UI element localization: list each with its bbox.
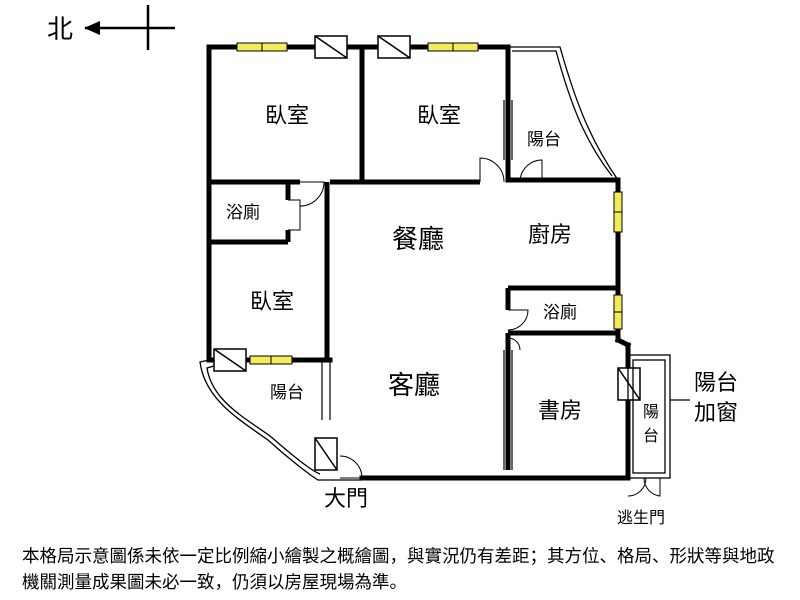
window-mullions (261, 43, 622, 364)
room-label-balcony: 陽台 (270, 383, 304, 403)
room-label-bedroom: 臥室 (265, 104, 309, 129)
room-label-living: 客廳 (388, 371, 440, 401)
enclosed-balcony-label: 陽台 (694, 371, 738, 396)
room-label-bathroom: 浴廁 (226, 202, 260, 223)
room-label-kitchen: 廚房 (528, 223, 572, 248)
room-label-bedroom: 臥室 (417, 104, 461, 129)
escape-door-label: 逃生門 (617, 508, 665, 527)
north-arrow-icon (84, 5, 175, 50)
door-icon (288, 157, 661, 497)
room-label-bedroom: 臥室 (250, 290, 294, 315)
room-label-study: 書房 (538, 399, 582, 424)
room-label-bathroom: 浴廁 (543, 302, 577, 323)
room-label-dining: 餐廳 (392, 225, 444, 255)
room-label-balcony: 台 (643, 426, 659, 445)
room-label-balcony: 陽 (643, 402, 659, 421)
main-door-label: 大門 (324, 487, 368, 512)
ac-unit-icon (213, 35, 641, 471)
enclosed-balcony-label: 加窗 (694, 401, 738, 426)
north-label: 北 (47, 15, 73, 45)
room-label-balcony: 陽台 (527, 130, 561, 150)
disclaimer-text: 本格局示意圖係未依一定比例縮小繪製之概繪圖，與實況仍有差距；其方位、格局、形狀等… (22, 547, 775, 593)
thin-walls (321, 100, 513, 470)
balcony-outlines (199, 46, 671, 481)
floor-plan: 北 (47, 5, 738, 527)
